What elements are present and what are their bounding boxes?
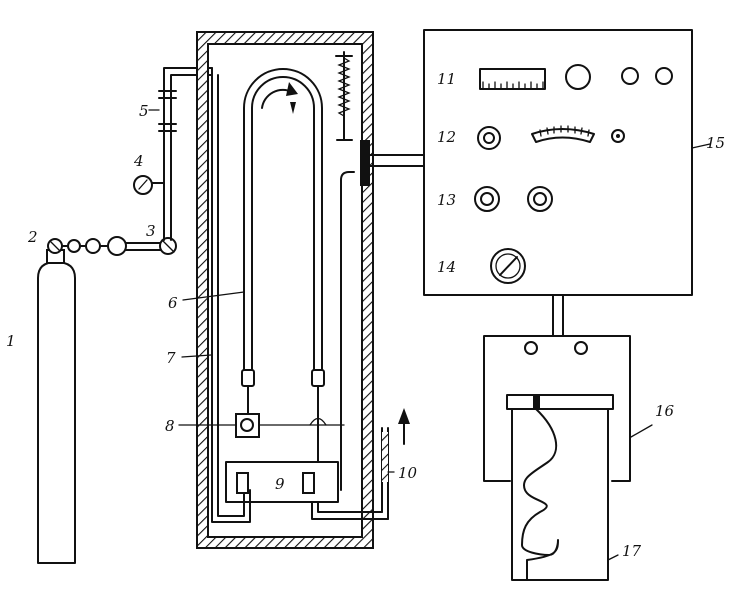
gas-outlet <box>381 408 410 520</box>
valve-3 <box>159 237 177 255</box>
heater-element <box>360 140 425 186</box>
column-couplings <box>241 369 325 417</box>
reducing-valve <box>47 236 163 256</box>
label-1: 1 <box>6 332 16 350</box>
pressure-gauge <box>133 175 165 195</box>
label-5: 5 <box>139 102 149 120</box>
detector <box>225 461 339 503</box>
label-9: 9 <box>275 475 285 493</box>
label-16: 16 <box>655 402 675 420</box>
u-column <box>243 68 323 371</box>
gas-cylinder <box>37 249 76 564</box>
label-13: 13 <box>437 191 456 209</box>
control-panel <box>423 29 693 296</box>
thermocouple <box>335 51 353 141</box>
label-3: 3 <box>146 222 156 240</box>
thermostat-chamber <box>196 31 374 549</box>
recorder <box>483 335 631 482</box>
label-15: 15 <box>706 134 725 152</box>
label-4: 4 <box>133 152 144 170</box>
label-14: 14 <box>437 258 456 276</box>
flow-meter <box>158 90 177 132</box>
label-8: 8 <box>165 417 175 435</box>
outlet-tube <box>311 501 389 520</box>
label-7: 7 <box>166 349 176 367</box>
label-11: 11 <box>437 70 456 88</box>
label-12: 12 <box>437 128 456 146</box>
label-6: 6 <box>168 294 178 312</box>
chart-paper <box>511 408 609 581</box>
label-17: 17 <box>622 542 642 560</box>
sample-injector <box>235 413 260 438</box>
label-10: 10 <box>398 464 418 482</box>
label-2: 2 <box>27 228 38 246</box>
part-labels: 1 2 3 4 5 6 7 8 9 10 11 12 13 14 15 16 1… <box>6 70 725 560</box>
leader-lines <box>148 109 711 561</box>
